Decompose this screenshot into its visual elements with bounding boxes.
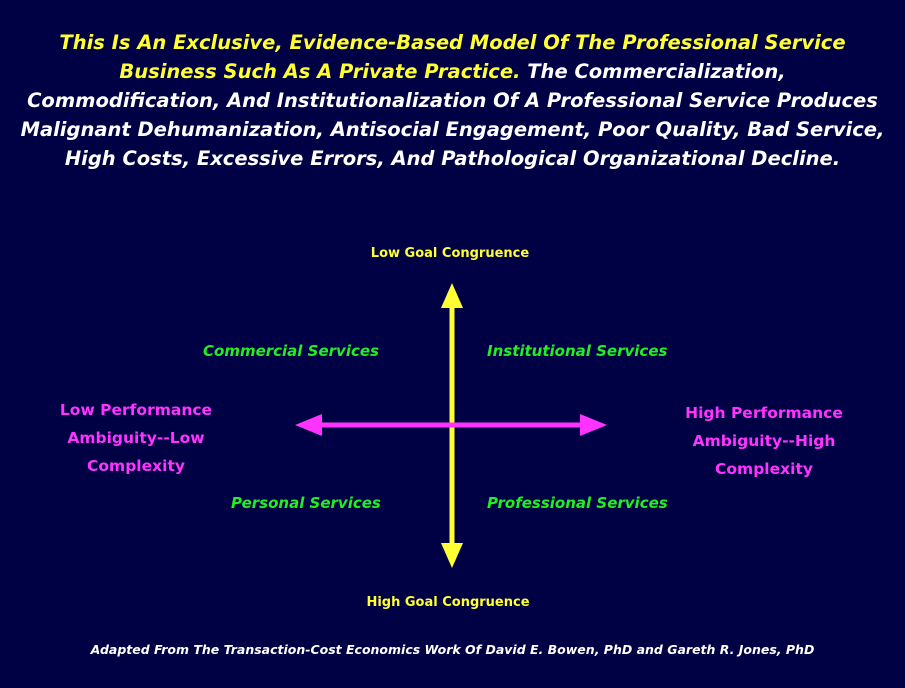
quadrant-institutional: Institutional Services xyxy=(487,342,668,360)
axis-label-right: High Performance Ambiguity--High Complex… xyxy=(649,399,879,483)
left-line-2: Ambiguity--Low xyxy=(67,429,205,447)
footer-credit: Adapted From The Transaction-Cost Econom… xyxy=(90,642,815,657)
title-highlight: This Is An Exclusive, Evidence-Based Mod… xyxy=(59,31,846,83)
quadrant-personal: Personal Services xyxy=(231,494,381,512)
axis-label-left: Low Performance Ambiguity--Low Complexit… xyxy=(21,396,251,480)
title-rest: The Commercialization, Commodification, … xyxy=(20,60,885,170)
right-line-3: Complexity xyxy=(715,460,813,478)
axis-label-top: Low Goal Congruence xyxy=(370,246,530,261)
slide-title: This Is An Exclusive, Evidence-Based Mod… xyxy=(20,28,885,173)
quadrant-professional: Professional Services xyxy=(487,494,668,512)
quadrant-commercial: Commercial Services xyxy=(203,342,379,360)
horizontal-arrow xyxy=(295,414,607,436)
axis-label-bottom: High Goal Congruence xyxy=(366,595,530,610)
right-line-2: Ambiguity--High xyxy=(692,432,836,450)
right-line-1: High Performance xyxy=(685,404,843,422)
left-line-1: Low Performance xyxy=(59,401,213,419)
left-line-3: Complexity xyxy=(87,457,185,475)
